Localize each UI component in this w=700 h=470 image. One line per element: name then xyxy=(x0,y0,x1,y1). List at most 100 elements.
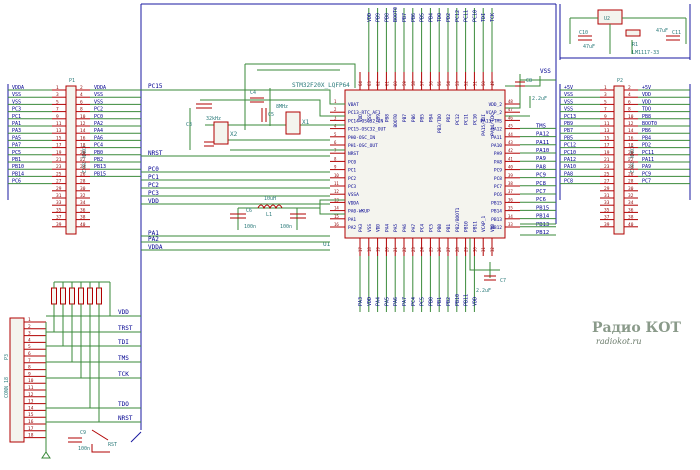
connector-pin-num: 38 xyxy=(628,215,634,221)
mcu-body xyxy=(344,89,506,239)
x1-label: X1 xyxy=(302,119,310,126)
mcu-left-pin-name: PH1-OSC_OUT xyxy=(348,143,378,149)
mcu-left-pin-num: 12 xyxy=(334,189,339,194)
connector-left-label: PB10 xyxy=(12,164,24,170)
c6-label: C6 xyxy=(246,208,252,214)
connector-pin-num: 12 xyxy=(80,121,86,127)
connector-pin-num: 15 xyxy=(56,135,62,141)
bottom-net-label: PA5 xyxy=(384,297,390,306)
left-net-label: NRST xyxy=(148,150,163,157)
mcu-top-pin-name: PB5 xyxy=(420,114,426,122)
mcu-bottom-pin-num: 27 xyxy=(446,247,451,252)
mcu-left-pin-name: VBAT xyxy=(348,102,359,108)
jtag-pin-num: 9 xyxy=(28,371,31,377)
connector-pin-num: 13 xyxy=(56,128,62,134)
connector-pin-num: 40 xyxy=(628,222,634,228)
mcu-bottom-pin-num: 26 xyxy=(437,247,442,252)
top-net-label: PB7 xyxy=(402,13,408,22)
mcu-ref-label: U1 xyxy=(323,241,331,248)
mcu-right-pin-name: VCAP_2 xyxy=(486,110,503,116)
connector-left-label: VSS xyxy=(12,92,21,98)
connector-right-label: VSS xyxy=(94,92,103,98)
mcu-right-pin-num: 43 xyxy=(508,140,513,145)
mcu-right-pin-num: 46 xyxy=(508,115,513,120)
connector-left-label: PC5 xyxy=(12,150,21,156)
r1-label: R1 xyxy=(632,42,638,48)
jtag-pin-num: 16 xyxy=(28,419,34,425)
connector-left-label: PB14 xyxy=(12,171,24,177)
vdda-filter-wires xyxy=(237,199,345,230)
connector-right-label: PC7 xyxy=(642,179,651,185)
mcu-top-pin-name: BOOT0 xyxy=(393,114,399,128)
mcu-left-pin-num: 14 xyxy=(334,206,339,211)
mcu-top-pin-num: 53 xyxy=(455,81,460,86)
connector-right-label: PA11 xyxy=(642,157,654,163)
jtag-pin-num: 12 xyxy=(28,392,34,398)
mcu-bottom-pin-num: 22 xyxy=(402,247,407,252)
connector-pin-num: 5 xyxy=(56,99,59,105)
mcu-left-pin-name: PA2 xyxy=(348,225,356,231)
mcu-right-pin-name: PC7 xyxy=(494,184,502,190)
connector-ref: P1 xyxy=(69,78,75,84)
c3-label: C3 xyxy=(186,122,192,128)
connector-pin-num: 3 xyxy=(56,92,59,98)
right-net-label: PA9 xyxy=(536,156,546,162)
connector-pin-num: 34 xyxy=(80,200,86,206)
pullup-resistors xyxy=(51,281,111,422)
mcu-bottom-pin-num: 18 xyxy=(367,247,372,252)
mcu-bottom-pin-name: VSS xyxy=(367,224,373,232)
mcu-right-pin-num: 47 xyxy=(508,107,513,112)
connector-pin-num: 2 xyxy=(628,85,631,91)
pc15-label: PC15 xyxy=(148,83,163,90)
connector-left-label: +5V xyxy=(564,85,573,91)
connector-pin-num: 24 xyxy=(80,164,86,170)
connector-pin-num: 2 xyxy=(80,85,83,91)
mcu-right-pin-num: 41 xyxy=(508,156,513,161)
jtag-pin-num: 1 xyxy=(28,317,31,323)
mcu-right-pin-num: 37 xyxy=(508,189,513,194)
mcu-bottom-pin-name: PA6 xyxy=(402,224,408,232)
connector-left-label: PC1 xyxy=(12,114,21,120)
bottom-net-label: PB10 xyxy=(455,294,461,306)
c9-val: 100n xyxy=(78,446,90,452)
mcu-top-pin-name: VSS xyxy=(367,114,373,122)
mcu-right-pin-num: 38 xyxy=(508,181,513,186)
jtag-bus xyxy=(130,318,142,443)
mcu-top-pin-num: 61 xyxy=(384,81,389,86)
pullup-resistor xyxy=(69,287,75,305)
connector-left-label: PC8 xyxy=(564,179,573,185)
connector-pin-num: 16 xyxy=(628,135,634,141)
mcu-part-label: STM32F20X_LQFP64 xyxy=(292,82,350,89)
mcu-top-pin-num: 63 xyxy=(367,81,372,86)
connector-pin-num: 11 xyxy=(56,121,62,127)
mcu-top-pin-num: 49 xyxy=(490,81,495,86)
connector-pin-num: 25 xyxy=(604,171,610,177)
connector-right-label: PA9 xyxy=(642,164,651,170)
connector-pin-num: 28 xyxy=(628,179,634,185)
connector-left-label: PC13 xyxy=(564,114,576,120)
c7-val: 100n xyxy=(280,224,292,230)
connector-pin-num: 23 xyxy=(56,164,62,170)
top-net-label: PC10 xyxy=(472,10,478,22)
mcu-bottom-pin-num: 17 xyxy=(358,247,363,252)
bottom-net-label: PA4 xyxy=(376,297,382,306)
jtag-net-label: TDO xyxy=(118,401,129,408)
mcu-right-pin-name: PB12 xyxy=(491,225,502,231)
mcu-right-pin-name: PA13/TMS xyxy=(480,118,502,124)
mcu-left-pin-num: 3 xyxy=(334,115,337,120)
connector-pin-num: 1 xyxy=(56,85,59,91)
vcap1-wires xyxy=(469,238,500,278)
jtag-pin-num: 6 xyxy=(28,351,31,357)
connector-right-label: PA4 xyxy=(94,128,103,134)
connector-left-label: VSS xyxy=(564,92,573,98)
connector-right-label: PA6 xyxy=(94,135,103,141)
connector-left-label: PA1 xyxy=(12,121,21,127)
top-net-label: TDI xyxy=(481,13,487,22)
inductor-l1 xyxy=(257,204,283,210)
mcu-bottom-pin-name: PB11 xyxy=(472,221,478,232)
connector-left-label: PB1 xyxy=(12,157,21,163)
mcu-top-pin-num: 59 xyxy=(402,81,407,86)
jtag-pin-num: 4 xyxy=(28,337,31,343)
mcu-top-pin-name: PD2 xyxy=(446,114,452,122)
